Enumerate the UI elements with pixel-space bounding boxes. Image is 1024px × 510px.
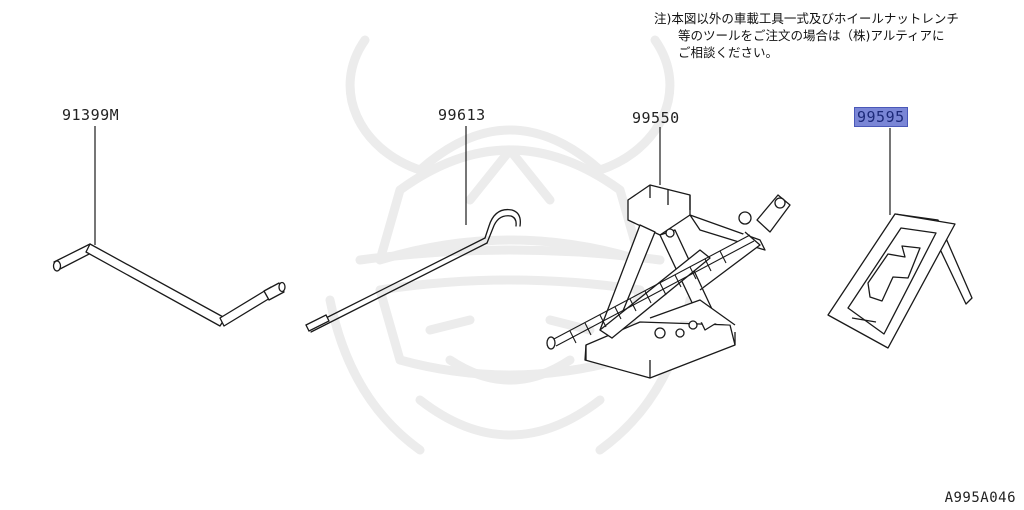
part-callout-99550[interactable]: 99550 <box>632 109 680 127</box>
wheel-chock-drawing <box>827 213 973 349</box>
ordering-note: 注)本図以外の車載工具一式及びホイールナットレンチ 等のツールをご注文の場合は（… <box>654 10 1018 61</box>
note-line-2: 等のツールをご注文の場合は（株)アルティアに <box>678 28 945 43</box>
part-callout-91399M[interactable]: 91399M <box>62 106 120 124</box>
jack-drawing <box>546 184 791 379</box>
note-line-1: 注)本図以外の車載工具一式及びホイールナットレンチ <box>654 11 959 26</box>
note-line-3: ご相談ください。 <box>678 45 779 60</box>
jack-rod-drawing <box>305 208 521 333</box>
wrench-drawing <box>52 243 286 327</box>
figure-code: A995A046 <box>944 490 1016 506</box>
part-callout-99595[interactable]: 99595 <box>854 107 908 127</box>
part-callout-99613[interactable]: 99613 <box>438 106 486 124</box>
